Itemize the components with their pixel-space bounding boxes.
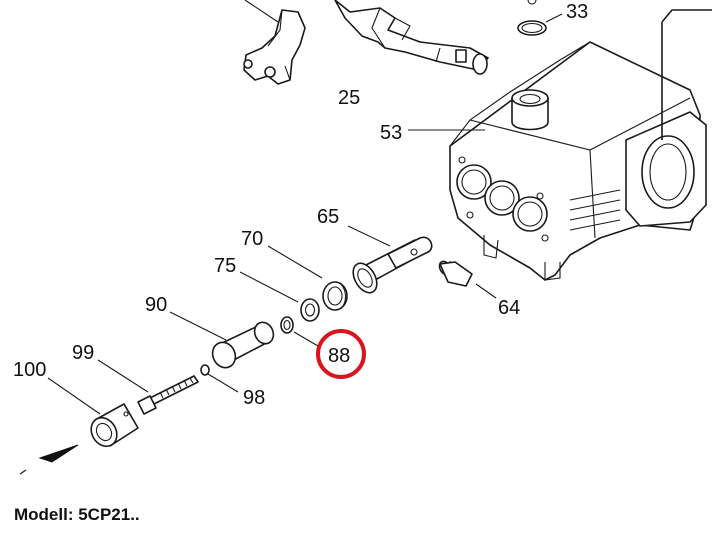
leader-90 xyxy=(169,311,227,341)
crankshaft-part-25[interactable] xyxy=(334,0,489,75)
plunger-guide-part-65[interactable] xyxy=(348,236,433,297)
connecting-rod-part[interactable] xyxy=(243,9,306,85)
o-ring-part-33[interactable] xyxy=(517,20,547,36)
callout-88[interactable]: 88 xyxy=(328,345,350,367)
callout-98[interactable]: 98 xyxy=(243,387,265,409)
model-label: Modell: 5CP21.. xyxy=(14,505,140,524)
washer-part-98[interactable] xyxy=(200,364,210,376)
callout-70[interactable]: 70 xyxy=(241,228,263,250)
callout-53[interactable]: 53 xyxy=(380,122,402,144)
leader-top-left xyxy=(244,0,279,23)
assembly-direction-arrow xyxy=(19,444,79,475)
callout-64[interactable]: 64 xyxy=(498,297,520,319)
washer-part-75[interactable] xyxy=(300,298,320,322)
leader-88 xyxy=(293,331,319,347)
pump-housing-part-53[interactable] xyxy=(449,41,707,281)
leader-33 xyxy=(545,13,563,23)
callout-75[interactable]: 75 xyxy=(214,255,236,277)
pin-part-64[interactable] xyxy=(437,259,473,287)
leader-64 xyxy=(475,283,497,299)
callout-100[interactable]: 100 xyxy=(13,359,46,381)
leader-70 xyxy=(267,245,323,279)
leader-65 xyxy=(347,225,391,247)
leader-99 xyxy=(97,359,149,393)
leader-100 xyxy=(47,377,101,415)
callout-90[interactable]: 90 xyxy=(145,294,167,316)
end-cap-part-100[interactable] xyxy=(86,403,139,451)
callout-25[interactable]: 25 xyxy=(338,87,360,109)
callout-99[interactable]: 99 xyxy=(72,342,94,364)
leader-75 xyxy=(239,271,299,303)
o-ring-top-fragment xyxy=(527,0,537,5)
highlight-circle-88 xyxy=(316,329,366,379)
leader-98 xyxy=(207,373,239,393)
ring-part-88[interactable] xyxy=(280,316,294,334)
plunger-sleeve-part-90[interactable] xyxy=(209,319,277,371)
callout-33[interactable]: 33 xyxy=(566,1,588,23)
bolt-part-99[interactable] xyxy=(137,375,199,415)
frame-edge-fragment xyxy=(661,9,712,140)
callout-65[interactable]: 65 xyxy=(317,206,339,228)
seal-part-70[interactable] xyxy=(322,281,348,311)
